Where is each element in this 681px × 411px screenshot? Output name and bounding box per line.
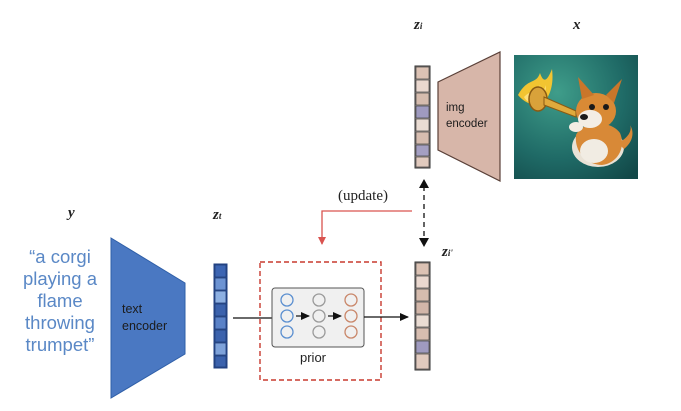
text-encoder-shape — [110, 237, 186, 399]
img-encoder-label: img encoder — [446, 102, 488, 130]
label-zi-prime: zi' — [442, 244, 453, 260]
caption-line: throwing — [25, 312, 95, 333]
label-zt: zt — [213, 207, 222, 223]
caption-line: flame — [37, 290, 83, 311]
prior-dashed-box — [259, 261, 382, 381]
caption-line: “a corgi — [29, 246, 91, 267]
text-caption: “a corgi playing a flame throwing trumpe… — [10, 246, 110, 356]
text-encoder-label: text encoder — [122, 302, 168, 333]
label-zi: zi — [414, 17, 423, 33]
prior-network — [271, 287, 365, 348]
update-label: (update) — [338, 188, 388, 204]
zi-prime-vector — [414, 261, 431, 371]
corgi-trumpet-image — [514, 55, 638, 179]
caption-line: playing a — [22, 268, 98, 289]
zi-vector — [414, 65, 431, 169]
zt-vector — [213, 263, 228, 369]
img-encoder-shape — [437, 51, 501, 182]
prior-label: prior — [300, 350, 327, 365]
dashed-double-arrow — [419, 179, 429, 247]
label-y: y — [68, 205, 75, 221]
caption-line: trumpet” — [25, 334, 95, 355]
label-x: x — [573, 17, 581, 33]
update-arrow — [318, 210, 412, 245]
